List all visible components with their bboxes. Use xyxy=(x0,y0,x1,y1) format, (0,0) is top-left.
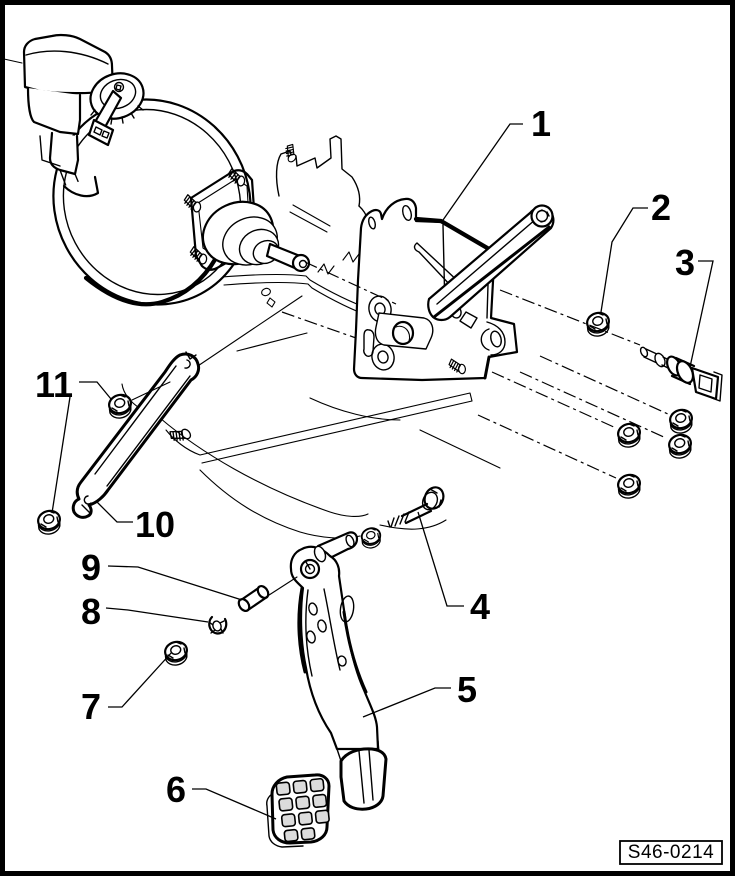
callout-7-leader xyxy=(108,651,173,708)
callouts: 1 2 3 4 5 6 7 8 xyxy=(35,103,714,820)
callout-2-leader xyxy=(600,207,648,313)
callout-11-leader-b xyxy=(51,396,71,514)
callout-6-label: 6 xyxy=(166,769,186,810)
callout-1-label: 1 xyxy=(531,103,551,144)
hex-nut xyxy=(359,525,383,549)
pivot-boss xyxy=(374,312,434,350)
callout-6-leader xyxy=(192,788,277,820)
clutch-pedal xyxy=(289,531,388,811)
callout-9-leader xyxy=(107,565,243,601)
callout-5: 5 xyxy=(362,669,477,718)
callout-3-leader xyxy=(689,260,714,368)
hex-nut xyxy=(105,391,135,420)
callout-11-label: 11 xyxy=(35,364,73,405)
bracket-lever-arm xyxy=(427,204,555,322)
callout-8-leader xyxy=(105,607,209,623)
reservoir-cap xyxy=(87,72,145,147)
pad-grid xyxy=(275,777,330,843)
booster-bellows xyxy=(201,200,280,266)
circlip xyxy=(208,615,228,635)
axis-lines xyxy=(281,251,669,479)
callout-11-leader-a xyxy=(79,381,112,400)
support-brace xyxy=(71,351,201,519)
pivot-bolt xyxy=(387,486,445,528)
callout-10-leader xyxy=(95,500,133,523)
pedal-bracket xyxy=(352,197,519,382)
hex-nut xyxy=(34,507,64,536)
booster-rim-accent xyxy=(83,255,219,307)
callout-3-label: 3 xyxy=(675,242,695,283)
callout-8-label: 8 xyxy=(81,591,101,632)
hex-nut xyxy=(666,406,696,435)
callout-1-leader xyxy=(442,123,523,221)
callout-1: 1 xyxy=(442,103,551,221)
pedal-switch xyxy=(639,346,723,402)
callout-6: 6 xyxy=(166,769,277,820)
lever-arm-bolt xyxy=(530,204,554,228)
bracket-edge-accent xyxy=(413,216,492,252)
firewall-panel xyxy=(121,135,501,539)
callout-4-label: 4 xyxy=(470,586,490,627)
hex-nut xyxy=(161,638,191,667)
callout-9-label: 9 xyxy=(81,547,101,588)
hex-nut xyxy=(614,471,644,500)
hex-nut xyxy=(665,431,695,460)
callout-10: 10 xyxy=(95,500,175,545)
callout-7: 7 xyxy=(81,651,173,727)
callout-7-label: 7 xyxy=(81,686,101,727)
callout-9: 9 xyxy=(81,547,298,601)
callout-10-label: 10 xyxy=(135,504,175,545)
callout-2-label: 2 xyxy=(651,187,671,228)
brake-booster xyxy=(3,33,311,307)
callout-3: 3 xyxy=(675,242,714,368)
callout-11: 11 xyxy=(35,364,112,514)
callout-5-label: 5 xyxy=(457,669,477,710)
figure-label: S46-0214 xyxy=(628,842,714,863)
pedal-foot-plate xyxy=(339,747,388,811)
pedal-pad xyxy=(266,773,331,848)
callout-4: 4 xyxy=(417,511,490,627)
callout-2: 2 xyxy=(600,187,671,313)
callout-5-leader xyxy=(362,687,451,718)
fluid-reservoir xyxy=(22,33,115,198)
figure-label-box: S46-0214 xyxy=(619,840,723,865)
spacer-sleeve xyxy=(237,584,270,613)
callout-4-leader xyxy=(417,511,464,607)
callout-8: 8 xyxy=(81,591,209,632)
